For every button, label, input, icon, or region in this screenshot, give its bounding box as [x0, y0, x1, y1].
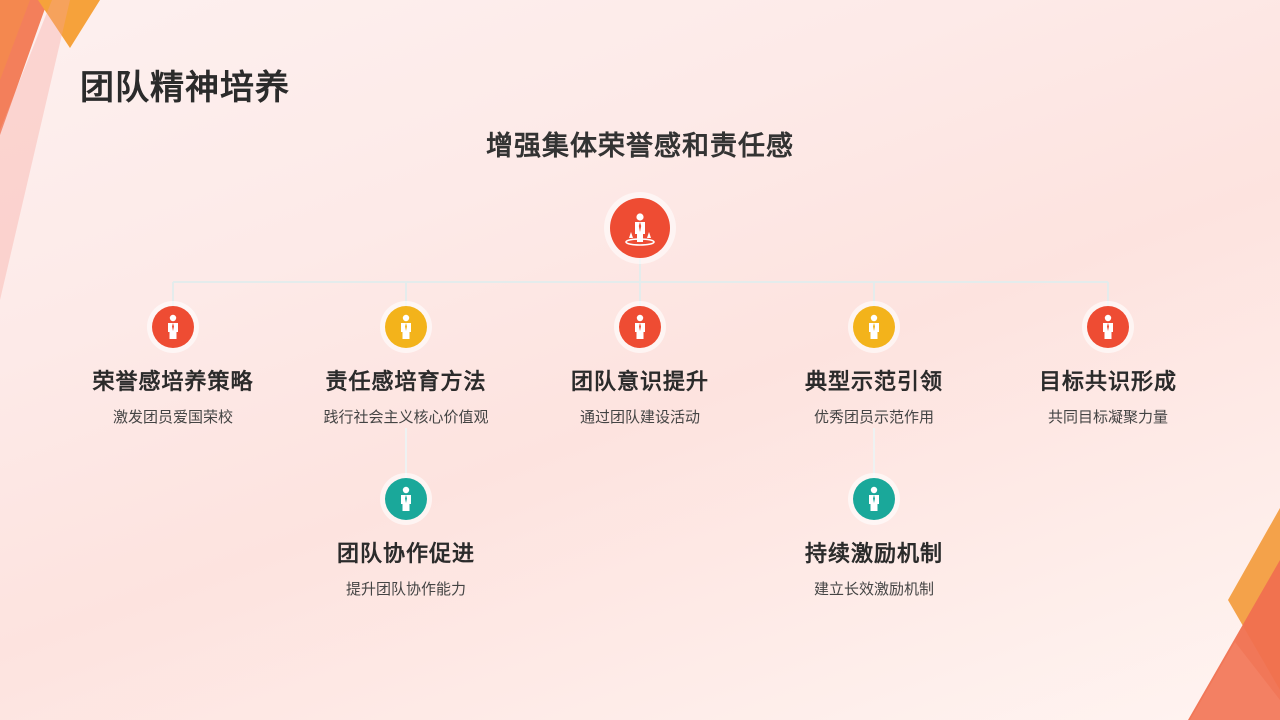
person-icon [853, 478, 895, 520]
node-goal-consensus: 目标共识形成 共同目标凝聚力量 [988, 306, 1228, 427]
node-honor-strategy: 荣誉感培养策略 激发团员爱国荣校 [53, 306, 293, 427]
node-title: 目标共识形成 [1038, 370, 1177, 395]
node-description: 建立长效激励机制 [813, 580, 934, 598]
person-icon [619, 306, 661, 348]
person-icon [385, 306, 427, 348]
node-team-awareness: 团队意识提升 通过团队建设活动 [520, 306, 760, 427]
businessman-icon [625, 213, 655, 246]
node-description: 优秀团员示范作用 [813, 408, 934, 426]
node-incentive-mechanism: 持续激励机制 建立长效激励机制 [754, 478, 994, 599]
person-icon [385, 478, 427, 520]
node-description: 提升团队协作能力 [345, 580, 466, 598]
node-title: 持续激励机制 [804, 542, 943, 567]
page-title: 团队精神培养 [80, 68, 290, 108]
node-team-collaboration: 团队协作促进 提升团队协作能力 [286, 478, 526, 599]
root-businessman-icon [610, 198, 670, 258]
person-icon [152, 306, 194, 348]
node-title: 团队协作促进 [336, 542, 475, 567]
node-title: 团队意识提升 [570, 370, 709, 395]
node-description: 践行社会主义核心价值观 [323, 408, 489, 426]
node-description: 激发团员爱国荣校 [112, 408, 233, 426]
node-responsibility-method: 责任感培育方法 践行社会主义核心价值观 [286, 306, 526, 427]
node-title: 典型示范引领 [804, 370, 943, 395]
main-heading: 增强集体荣誉感和责任感 [486, 131, 794, 162]
node-title: 责任感培育方法 [325, 370, 487, 395]
node-title: 荣誉感培养策略 [92, 370, 254, 395]
person-icon [853, 306, 895, 348]
node-description: 通过团队建设活动 [579, 408, 700, 426]
node-description: 共同目标凝聚力量 [1047, 408, 1168, 426]
node-role-model: 典型示范引领 优秀团员示范作用 [754, 306, 994, 427]
person-icon [1087, 306, 1129, 348]
